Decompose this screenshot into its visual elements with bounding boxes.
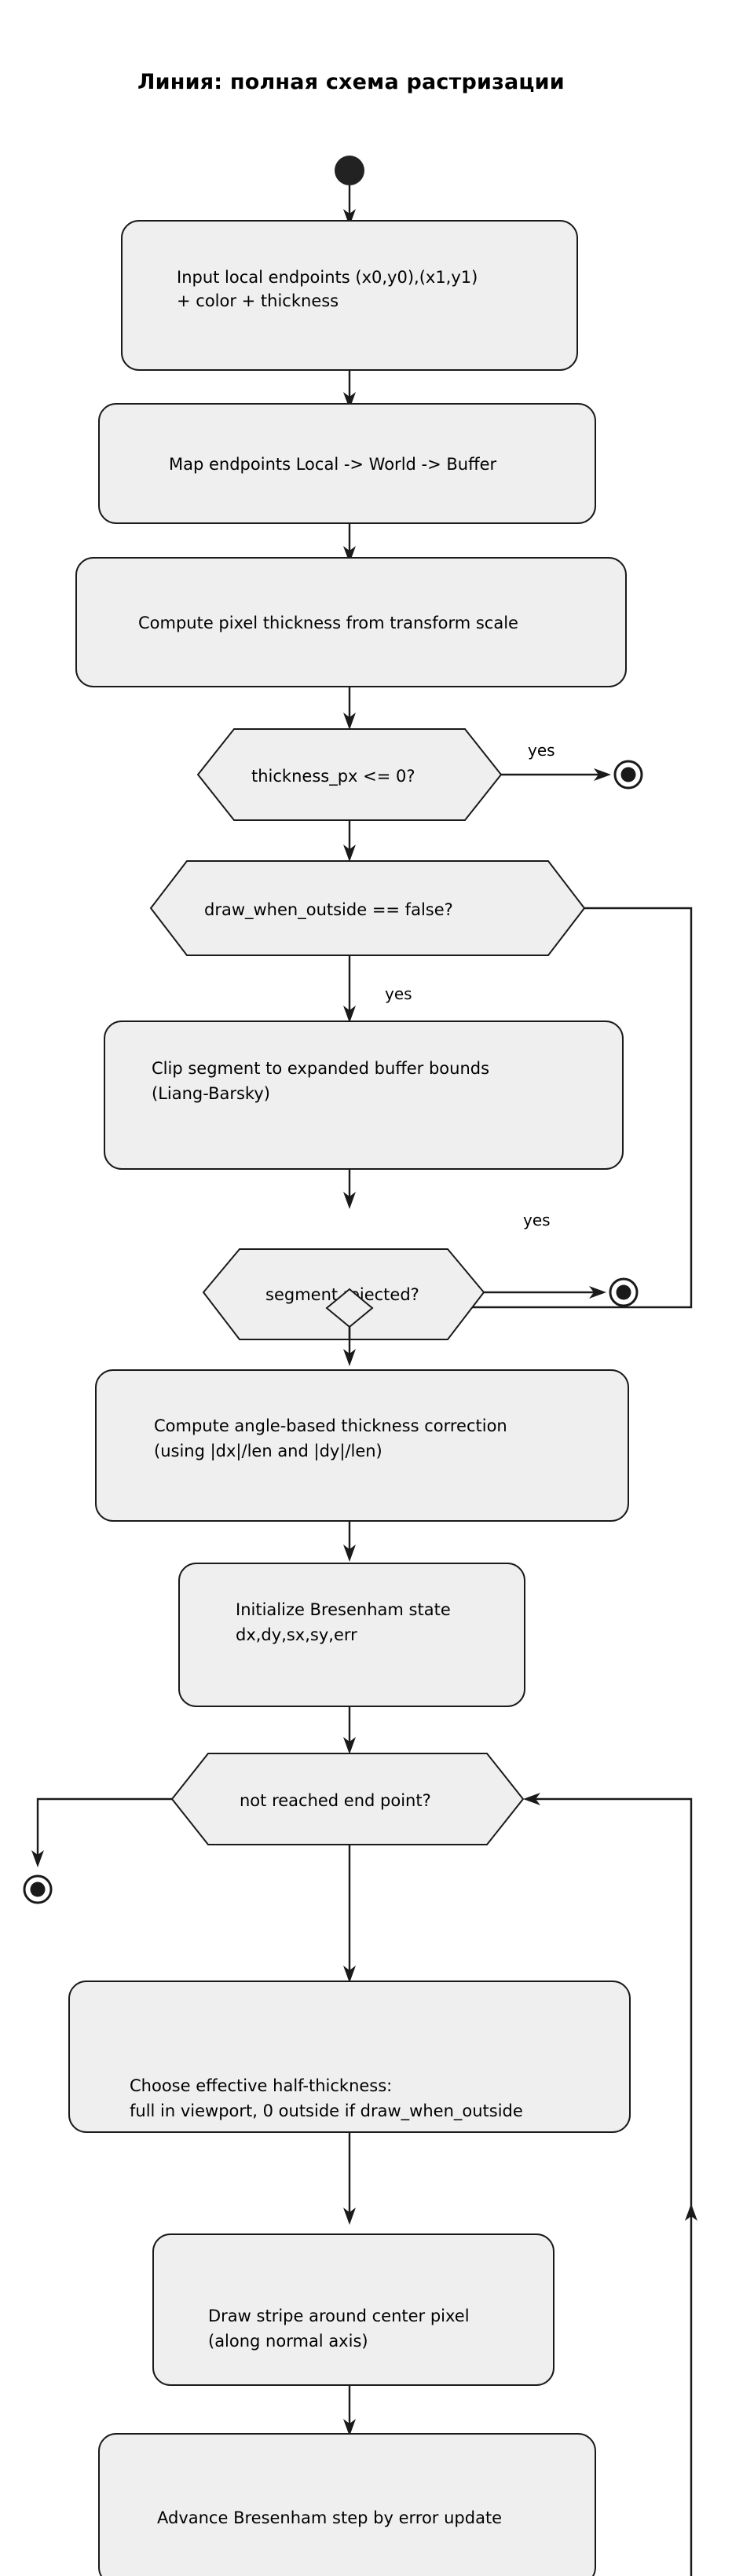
final-node-rejected-core [616, 1284, 631, 1300]
edge-outside-no-to-merge [365, 907, 693, 1309]
arrowhead-rejected-yes [589, 1286, 606, 1299]
decision-loop-check-label: not reached end point? [240, 1791, 431, 1810]
activity-clip-segment[interactable] [104, 1021, 624, 1170]
arrowhead-start-to-input [343, 209, 356, 226]
edge-loop-exit [36, 1797, 172, 1858]
decision-outside-check-label: draw_when_outside == false? [204, 900, 453, 920]
arrowhead-compute-to-thickness-check [343, 713, 356, 730]
guard-outside-yes: yes [385, 984, 412, 1003]
arrowhead-loop-back-mid [685, 2204, 697, 2221]
activity-clip-segment-line1: Clip segment to expanded buffer bounds [152, 1059, 489, 1078]
arrowhead-halfthickness-to-stripe [343, 2208, 356, 2225]
decision-outside-check[interactable] [149, 860, 586, 956]
arrowhead-stripe-to-advance [343, 2419, 356, 2436]
arrowhead-loop-to-halfthickness [343, 1966, 356, 1983]
decision-thickness-check-label: thickness_px <= 0? [251, 767, 415, 786]
final-node-thickness-core [620, 767, 636, 782]
arrowhead-map-to-compute [343, 546, 356, 563]
activity-clip-segment-line2: (Liang-Barsky) [152, 1084, 270, 1103]
activity-half-thickness-line1: Choose effective half-thickness: [130, 2076, 392, 2095]
activity-half-thickness-line2: full in viewport, 0 outside if draw_when… [130, 2101, 523, 2121]
edge-loop-back [533, 1797, 693, 2576]
activity-map-endpoints-line1: Map endpoints Local -> World -> Buffer [169, 455, 496, 474]
arrowhead-loop-back [523, 1793, 540, 1805]
diagram-title: Линия: полная схема растризации [137, 70, 565, 94]
arrowhead-outside-yes-to-clip [343, 1006, 356, 1023]
activity-compute-thickness[interactable] [75, 557, 627, 687]
guard-thickness-yes: yes [528, 741, 555, 760]
activity-angle-correction-line2: (using |dx|/len and |dy|/len) [154, 1442, 382, 1461]
activity-draw-stripe[interactable] [152, 2233, 555, 2386]
activity-angle-correction[interactable] [95, 1369, 629, 1522]
activity-bresenham-init[interactable] [178, 1563, 525, 1707]
activity-input-endpoints-line1: Input local endpoints (x0,y0),(x1,y1) [177, 268, 478, 287]
activity-map-endpoints[interactable] [98, 403, 596, 524]
activity-advance-step-line1: Advance Bresenham step by error update [157, 2508, 502, 2527]
arrowhead-thickness-yes [594, 768, 611, 781]
activity-bresenham-init-line1: Initialize Bresenham state [236, 1600, 451, 1619]
arrowhead-loop-exit [31, 1850, 44, 1867]
activity-compute-thickness-line1: Compute pixel thickness from transform s… [138, 614, 518, 632]
activity-angle-correction-line1: Compute angle-based thickness correction [154, 1416, 507, 1435]
activity-draw-stripe-line1: Draw stripe around center pixel [208, 2307, 470, 2325]
activity-draw-stripe-line2: (along normal axis) [208, 2332, 368, 2351]
arrowhead-angle-to-init [343, 1545, 356, 1562]
arrowhead-input-to-map [343, 392, 356, 409]
guard-rejected-yes: yes [523, 1211, 551, 1229]
arrowhead-init-to-loop [343, 1737, 356, 1754]
activity-bresenham-init-line2: dx,dy,sx,sy,err [236, 1625, 357, 1644]
start-node [335, 156, 364, 185]
arrowhead-clip-to-rejected [343, 1192, 356, 1209]
arrowhead-thickness-to-outside [343, 845, 356, 862]
activity-advance-step[interactable] [98, 2433, 596, 2576]
decision-thickness-check[interactable] [196, 728, 503, 821]
activity-input-endpoints-line2: + color + thickness [177, 291, 339, 310]
final-node-loop-core [30, 1882, 46, 1897]
arrowhead-merge-to-angle [343, 1349, 356, 1366]
